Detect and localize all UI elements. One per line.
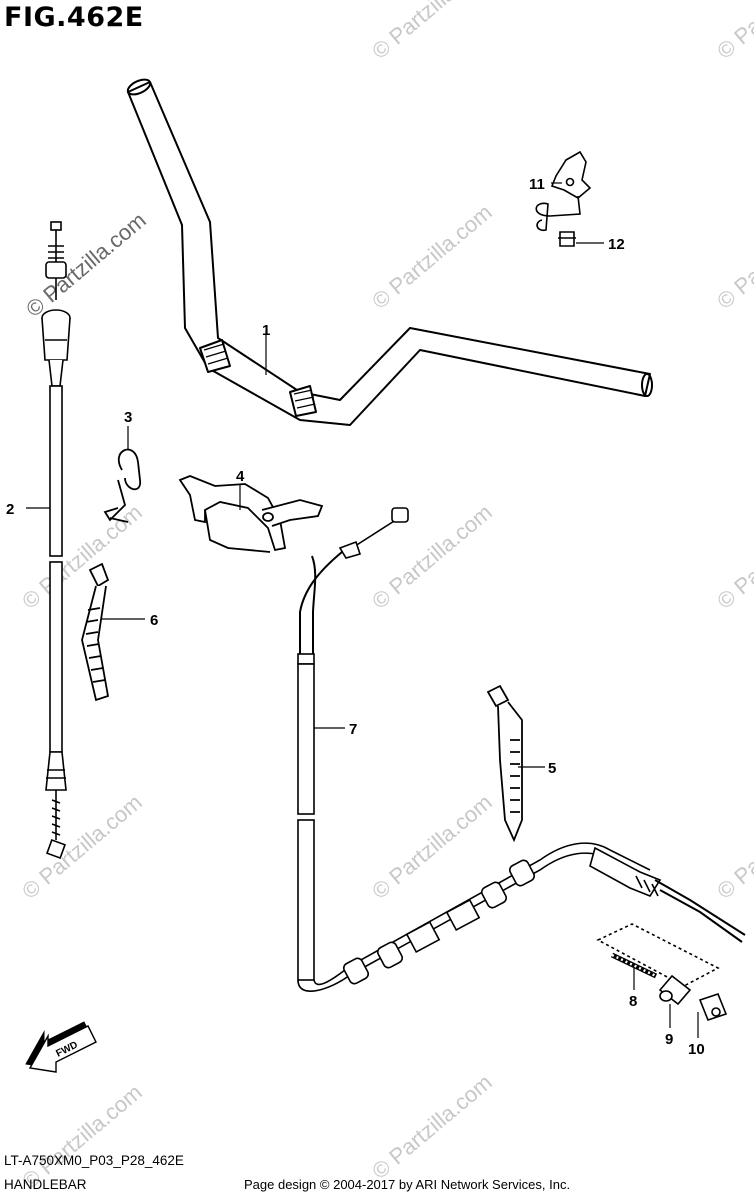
callout-labels: 1 2 3 4 5 6 7 8 9 10 11 12 — [6, 176, 705, 1058]
part-2-throttle-cable — [41, 221, 71, 859]
watermark-text: © Partzilla.com — [21, 207, 151, 321]
callout-6: 6 — [150, 612, 158, 629]
model-code: LT-A750XM0_P03_P28_462E — [4, 1153, 184, 1168]
section-name: HANDLEBAR — [4, 1177, 87, 1192]
part-5-tie-strap — [486, 684, 523, 843]
watermark-layer: © Partzilla.com © Partzilla.com © Partzi… — [17, 0, 754, 1194]
part-4-cable-clamp — [178, 475, 324, 553]
fwd-arrow-icon: FWD — [25, 1021, 97, 1073]
watermark-text: © Partzilla.com — [367, 1069, 497, 1183]
part-3-cable-clip — [103, 448, 141, 523]
watermark-text: © Partzilla.com — [712, 499, 754, 613]
parts-8-9-10-small-hardware — [596, 923, 728, 1021]
callout-3: 3 — [124, 409, 132, 426]
watermark-text: © Partzilla.com — [367, 0, 497, 64]
callout-5: 5 — [548, 760, 556, 777]
leader-lines — [26, 182, 699, 1038]
callout-12: 12 — [608, 236, 625, 253]
watermark-text: © Partzilla.com — [712, 199, 754, 313]
callout-9: 9 — [665, 1031, 673, 1048]
watermark-text: © Partzilla.com — [712, 0, 754, 64]
part-7-brake-cable — [297, 507, 746, 992]
watermark-text: © Partzilla.com — [17, 789, 147, 903]
callout-8: 8 — [629, 993, 637, 1010]
part-6-tie-strap — [81, 562, 110, 702]
callout-2: 2 — [6, 501, 14, 518]
watermark-text: © Partzilla.com — [367, 789, 497, 903]
callout-7: 7 — [349, 721, 357, 738]
copyright-notice: Page design © 2004-2017 by ARI Network S… — [244, 1177, 571, 1192]
callout-4: 4 — [236, 468, 245, 485]
callout-11: 11 — [529, 176, 545, 193]
figure-title: FIG.462E — [4, 2, 144, 33]
callout-1: 1 — [262, 322, 270, 339]
watermark-text: © Partzilla.com — [17, 499, 147, 613]
watermark-text: © Partzilla.com — [712, 789, 754, 903]
watermark-text: © Partzilla.com — [367, 199, 497, 313]
part-1-handlebar — [126, 78, 653, 426]
watermark-text: © Partzilla.com — [367, 499, 497, 613]
parts-11-12-holder-and-screw — [535, 150, 592, 247]
callout-10: 10 — [688, 1041, 705, 1058]
